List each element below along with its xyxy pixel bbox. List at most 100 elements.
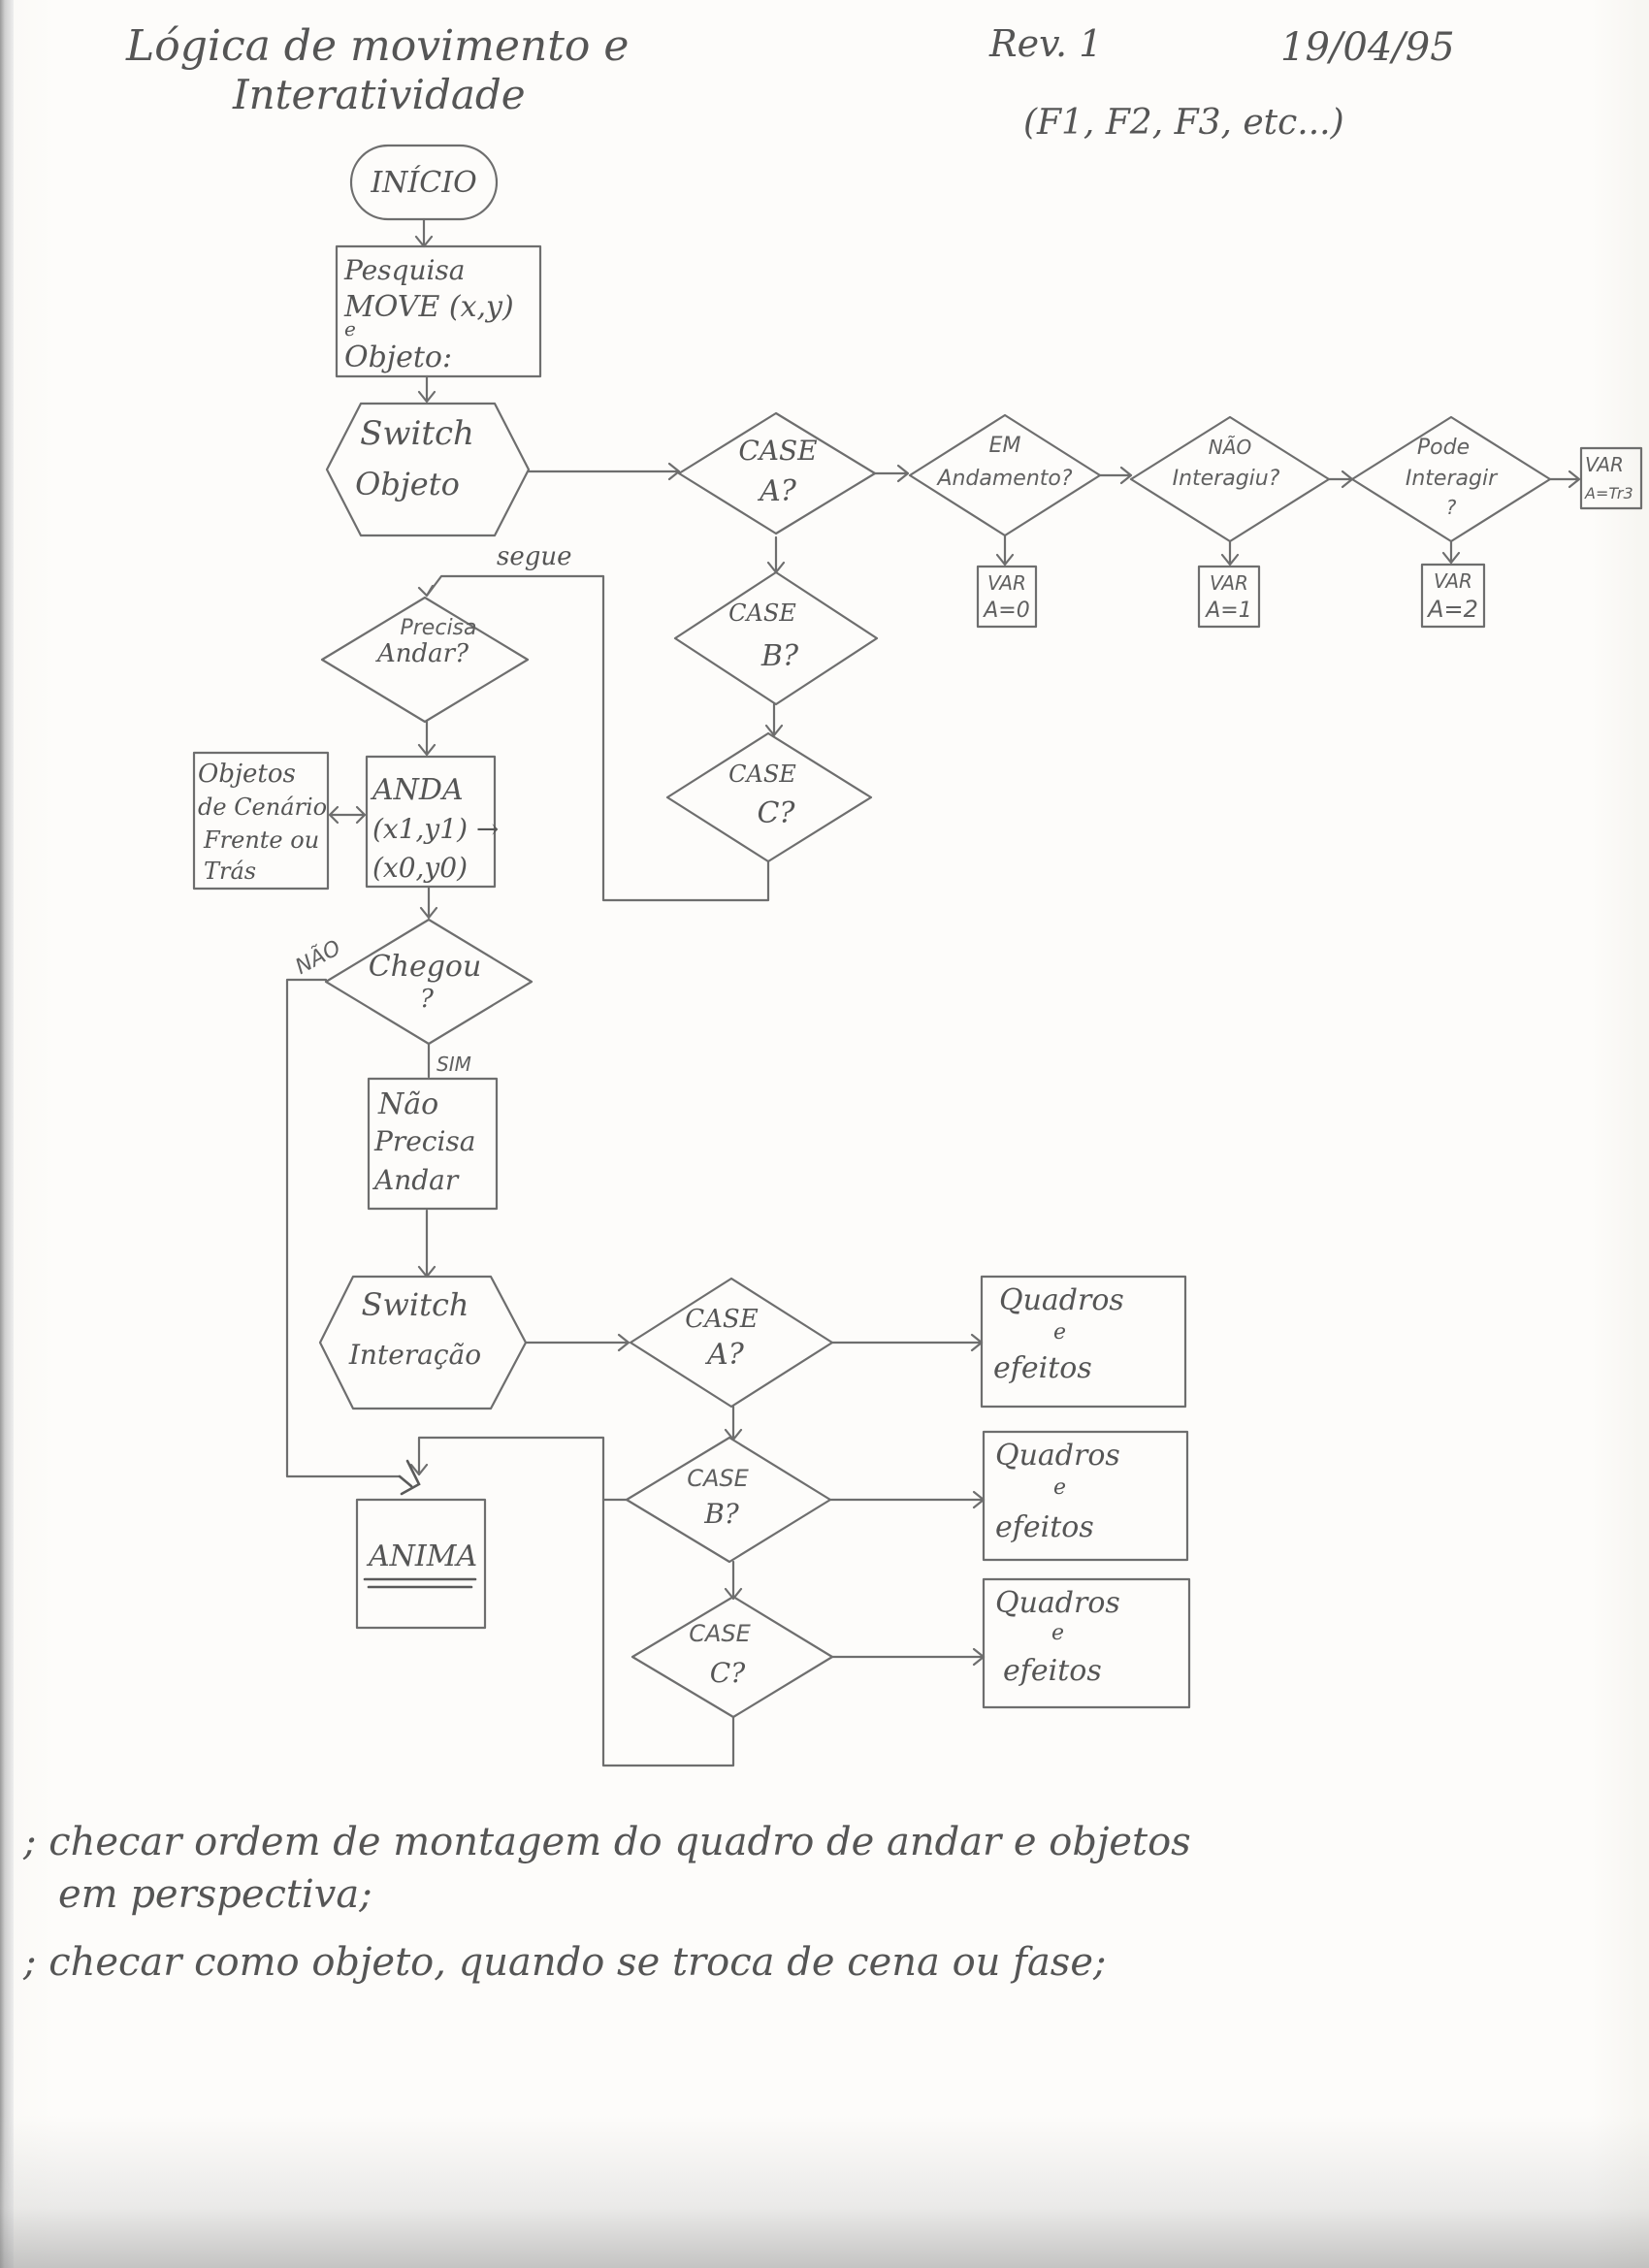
pesquisa-box	[335, 244, 542, 378]
arrow-andamento-naointeragiu	[1098, 466, 1133, 485]
pesquisa-line-1: Pesquisa	[343, 254, 466, 286]
precisa-andar-line-1: Precisa	[401, 616, 477, 640]
var-a2-line-1: VAR	[1434, 569, 1472, 593]
switch-interacao-hexagon	[318, 1275, 528, 1410]
case-b-top-line-1: CASE	[728, 599, 796, 627]
chegou-line-1: Chegou	[369, 950, 482, 984]
sim-label: SIM	[436, 1053, 471, 1076]
note-line-2: em perspectiva;	[58, 1872, 372, 1917]
arrow-caseC-quadros3	[830, 1647, 986, 1667]
nao-branch-line	[285, 978, 402, 1478]
quadros-3-line-3: efeitos	[1003, 1654, 1102, 1688]
start-label: INÍCIO	[370, 165, 476, 200]
precisa-andar-diamond	[320, 596, 530, 724]
pesquisa-line-3: e	[344, 317, 356, 340]
switch-interacao-line-1: Switch	[362, 1286, 469, 1323]
anda-line-3: (x0,y0)	[372, 852, 468, 884]
arrow-andamento-var0	[995, 534, 1015, 567]
arrow-caseA-caseB	[766, 535, 786, 574]
arrow-caseA-caseB-bot	[724, 1405, 743, 1442]
arrow-pode-var3	[1548, 470, 1581, 489]
objetos-cenario-line-2: de Cenário	[198, 794, 327, 821]
loop-caseC-return	[601, 1498, 735, 1767]
quadros-box-3	[982, 1577, 1191, 1709]
paper-edge	[0, 0, 14, 2268]
nao-precisa-andar-box	[367, 1077, 499, 1211]
switch-objeto-line-2: Objeto	[355, 466, 460, 502]
anda-line-2: (x1,y1) →	[372, 813, 499, 845]
quadros-2-line-2: e	[1053, 1475, 1066, 1500]
objetos-cenario-box	[192, 751, 330, 891]
case-a-top-line-1: CASE	[738, 435, 817, 467]
case-b-top-line-2: B?	[760, 639, 799, 673]
segue-label: segue	[497, 542, 572, 571]
arrow-caseB-quadros2	[828, 1490, 986, 1509]
var-a3-line-1: VAR	[1585, 453, 1624, 476]
case-b-top-diamond	[673, 570, 879, 706]
arrow-naoprecisa-switch	[417, 1209, 436, 1279]
case-c-top-line-2: C?	[757, 796, 795, 830]
quadros-box-1	[980, 1275, 1187, 1409]
var-a0-box	[976, 565, 1038, 629]
nao-precisa-line-1: Não	[377, 1087, 438, 1121]
nao-label: NÃO	[291, 934, 345, 980]
quadros-1-line-3: efeitos	[993, 1351, 1092, 1385]
arrow-start-pesquisa	[414, 217, 434, 248]
anima-underline	[363, 1577, 477, 1589]
title-line-1: Lógica de movimento e	[125, 21, 629, 71]
arrow-caseA-andamento	[873, 464, 910, 483]
arrow-anda-chegou	[419, 885, 438, 920]
loop-segue-line	[417, 574, 770, 902]
var-a0-line-2: A=0	[982, 599, 1029, 623]
pode-interagir-line-3: ?	[1446, 496, 1457, 519]
chegou-line-2: ?	[420, 985, 435, 1014]
arrow-caseA-quadros1	[830, 1333, 984, 1352]
quadros-3-line-2: e	[1051, 1621, 1064, 1645]
quadros-2-line-1: Quadros	[995, 1439, 1120, 1473]
nao-interagiu-line-2: Interagiu?	[1173, 467, 1280, 491]
var-a2-box	[1420, 563, 1486, 629]
var-a0-line-1: VAR	[987, 571, 1026, 595]
anima-box	[355, 1498, 487, 1630]
arrow-precisa-anda	[417, 720, 436, 757]
nao-interagiu-line-1: NÃO	[1209, 436, 1251, 459]
switch-objeto-line-1: Switch	[360, 414, 474, 453]
date-label: 19/04/95	[1280, 25, 1455, 70]
scan-shadow	[0, 2115, 1649, 2268]
case-a-bot-line-2: A?	[704, 1338, 745, 1372]
var-a2-line-2: A=2	[1426, 596, 1478, 623]
arrow-switch-caseA-bot	[524, 1333, 630, 1352]
quadros-1-line-1: Quadros	[999, 1283, 1124, 1317]
case-a-bot-diamond	[629, 1277, 834, 1409]
em-andamento-line-2: Andamento?	[935, 467, 1072, 491]
var-a1-line-1: VAR	[1210, 571, 1248, 595]
var-a1-line-2: A=1	[1204, 599, 1251, 623]
arrow-pode-var2	[1441, 539, 1461, 565]
switch-objeto-hexagon	[325, 402, 531, 537]
arrow-caseB-caseC	[764, 702, 784, 737]
em-andamento-line-1: EM	[989, 434, 1021, 458]
pode-interagir-line-2: Interagir	[1406, 467, 1499, 491]
pesquisa-line-4: Objeto:	[344, 340, 452, 374]
objetos-cenario-line-1: Objetos	[198, 760, 296, 789]
anda-box	[365, 755, 497, 889]
switch-interacao-line-2: Interação	[348, 1339, 481, 1371]
var-a3-box	[1579, 446, 1643, 510]
arrow-pesquisa-switch	[417, 374, 436, 404]
case-b-bot-diamond	[625, 1436, 832, 1564]
note-line-1: ; checar ordem de montagem do quadro de …	[22, 1820, 1191, 1864]
arrow-naointeragiu-pode	[1327, 470, 1354, 489]
arrow-caseB-caseC-bot	[724, 1560, 743, 1601]
case-c-bot-line-1: CASE	[689, 1620, 751, 1647]
objetos-cenario-line-4: Trás	[204, 858, 256, 885]
var-a1-box	[1197, 565, 1261, 629]
quadros-2-line-3: efeitos	[995, 1510, 1094, 1544]
anda-line-1: ANDA	[370, 773, 464, 807]
case-a-top-line-2: A?	[757, 474, 797, 508]
revision-label: Rev. 1	[988, 22, 1102, 65]
quadros-1-line-2: e	[1053, 1320, 1066, 1345]
var-a3-line-2: A=Tr3	[1584, 484, 1633, 502]
case-c-bot-line-2: C?	[710, 1657, 746, 1689]
